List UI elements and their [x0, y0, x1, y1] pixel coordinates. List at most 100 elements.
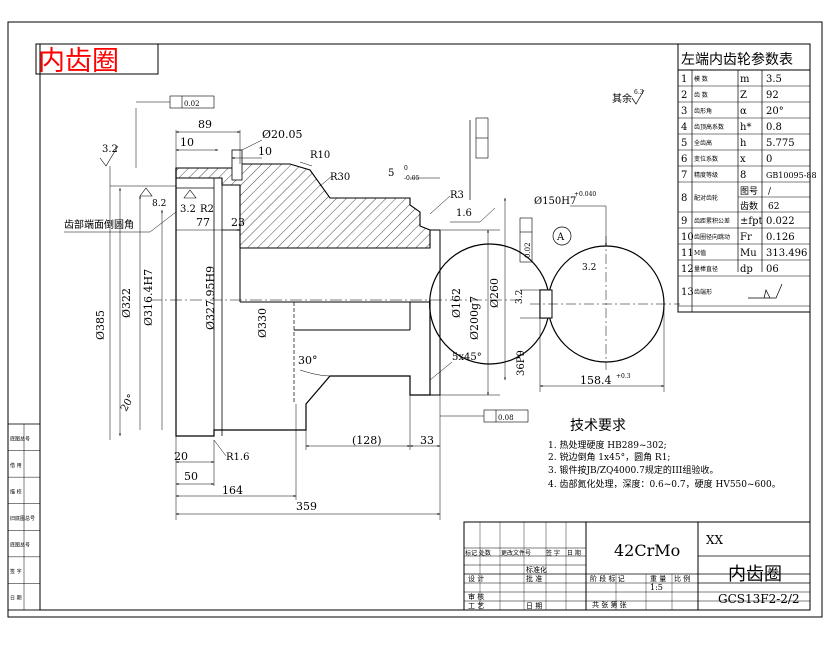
param-row-value: 3.5 [766, 74, 782, 85]
dim-322: Ø322 [120, 288, 133, 318]
param-row-value: 20° [766, 106, 784, 117]
param-row-no: 6 [681, 154, 687, 165]
row-header-1: 更改文件号 [501, 549, 531, 557]
row-left-2: 工 艺 [468, 602, 484, 610]
param-row-symbol: α [740, 106, 747, 117]
param-row-name: 模 数 [694, 75, 708, 83]
dim-1584: 158.4 [580, 374, 612, 387]
param-row-symbol: 图号 [740, 186, 758, 197]
dim-r3: R3 [450, 190, 464, 201]
company: XX [706, 533, 724, 547]
row-mid-1: 批 准 [526, 574, 542, 583]
drawing-no: GCS13F2-2/2 [718, 592, 800, 606]
row-header-2: 签 字 [546, 549, 560, 557]
dim-89: 89 [198, 118, 212, 131]
param-row-name: M值 [694, 249, 706, 257]
tech-req-item-3: 3. 锻件按JB/ZQ4000.7规定的III组验收。 [548, 464, 719, 476]
dim-r2: R2 [200, 204, 214, 215]
roughness-symbol [631, 89, 645, 105]
dim-128: (128) [352, 434, 382, 447]
param-row-no: 10 [681, 232, 694, 243]
dim-32d: 3.2 [515, 290, 525, 304]
tooth-end-sketch [748, 283, 783, 299]
param-row-no: 7 [681, 170, 687, 181]
param-row-value: 0 [766, 154, 772, 165]
dim-162: Ø162 [450, 288, 463, 318]
dim-20: 20 [174, 450, 188, 463]
tol-b: 0.08 [498, 414, 514, 422]
param-row-name: 精度等级 [694, 171, 718, 179]
param-row-name: 齿圈径向跳动 [694, 233, 730, 241]
dim-150h7-tol: +0.040 [574, 191, 596, 198]
param-row-symbol: h* [740, 122, 751, 133]
param-row-symbol: ±fpt [740, 216, 763, 227]
param-row-no: 3 [681, 106, 687, 117]
dim-385: Ø385 [94, 310, 107, 340]
dim-5-tol: 0 [404, 165, 408, 172]
part-name: 内齿圈 [728, 564, 782, 585]
dim-5x45: 5x45° [452, 352, 482, 363]
side-row-label: 旧底图总号 [10, 515, 35, 522]
param-row-no: 4 [681, 122, 687, 133]
param-row-value: 0.126 [766, 232, 795, 243]
param-row-no: 9 [681, 216, 687, 227]
dim-32b: 3.2 [180, 204, 196, 215]
dim-36p9: 36P9 [516, 350, 527, 376]
param-row-name: 齿距累积公差 [694, 217, 730, 225]
dim-77: 77 [196, 216, 210, 229]
param-row-value: 06 [766, 264, 779, 275]
section-a-label: A [556, 232, 565, 243]
tol-c: 0.02 [524, 242, 532, 258]
tech-req-item-1: 1. 热处理硬度 HB289~302; [548, 439, 667, 451]
dim-3164: Ø316.4H7 [142, 269, 155, 326]
side-row-label: 底图总号 [10, 542, 30, 549]
row-header-0: 标记 处数 [465, 549, 491, 557]
dim-260: Ø260 [488, 278, 501, 308]
dim-164: 164 [222, 484, 243, 497]
param-row-name: 量棒直径 [694, 265, 718, 273]
param-row-name: 齿 数 [694, 91, 708, 99]
dim-200: Ø200g7 [468, 296, 481, 340]
side-row-label: 签 字 [10, 568, 22, 575]
tech-req-item-4: 4. 齿部氮化处理，深度：0.6~0.7，硬度 HV550~600。 [548, 478, 781, 490]
dim-r10: R10 [310, 150, 330, 161]
dim-32a: 3.2 [102, 144, 118, 155]
row-left-0: 设 计 [468, 574, 484, 583]
side-row-label: 借 用 [10, 462, 22, 469]
param-row-value: 0.022 [766, 216, 795, 227]
tol-a: 0.02 [184, 100, 200, 108]
param-row-value: GB10095-88 [766, 171, 817, 180]
dim-5: 5 [388, 168, 394, 179]
row-header-3: 日 期 [567, 549, 581, 557]
roughness-value: 6.3 [634, 89, 644, 96]
dim-82: 8.2 [152, 199, 166, 209]
section-a-label-circle [552, 226, 572, 246]
stage-header-2: 比 例 [674, 574, 690, 583]
param-row-name: 齿顶高系数 [694, 123, 724, 131]
dim-5-tol2: -0.05 [404, 175, 420, 182]
param-row-no: 12 [681, 264, 694, 275]
param-row-value: 92 [766, 90, 779, 101]
dim-32c: 3.2 [582, 263, 596, 273]
dim-23: 23 [231, 216, 245, 229]
title-block: 42CrMo XX 内齿圈 GCS13F2-2/2 1:5 共 张 第 张 标记… [463, 521, 811, 611]
param-row-symbol: dp [740, 264, 753, 275]
section-a-view: A Ø150H7 +0.040 3.2 3.2 36P9 158.4 +0.3 … [429, 191, 680, 392]
side-row-label: 底图总号 [10, 435, 30, 442]
stamp-title: 内齿圈 [38, 46, 119, 77]
sheet-label: 共 张 第 张 [592, 600, 627, 609]
param-row-value: 5.775 [766, 138, 795, 149]
stage-header-0: 阶 段 标 记 [590, 574, 625, 583]
dim-30deg: 30° [298, 354, 318, 367]
param-row-name: 齿端形 [694, 288, 712, 296]
dim-10a: 10 [180, 136, 194, 149]
material: 42CrMo [614, 541, 680, 560]
param-row-symbol: m [740, 74, 750, 85]
outer-frame [7, 21, 823, 618]
param-row-no: 2 [681, 90, 687, 101]
side-row-label: 描 校 [10, 488, 22, 495]
param-row-name: 配对齿轮 [694, 194, 718, 202]
inner-frame [39, 43, 811, 611]
dim-10b: 10 [258, 145, 272, 158]
